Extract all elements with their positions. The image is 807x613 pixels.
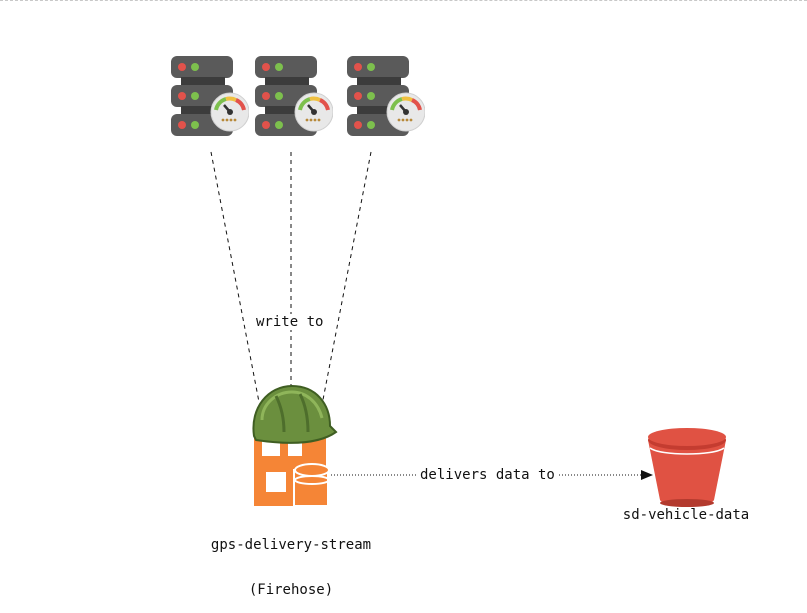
kinesis-firehose-helmet-icon[interactable] <box>252 384 338 507</box>
s3-bucket-icon[interactable] <box>648 428 726 507</box>
server-gauge-icon[interactable] <box>253 54 333 138</box>
server-gauge-icon[interactable] <box>169 54 249 138</box>
edge-label-write-to: write to <box>254 314 326 330</box>
firehose-label: gps-delivery-stream (Firehose) <box>191 508 391 613</box>
server-gauge-icon[interactable] <box>345 54 425 138</box>
firehose-label-type: (Firehose) <box>248 582 334 598</box>
edge-server-3-to-firehose <box>320 151 372 411</box>
edge-server-1-to-firehose <box>210 151 260 403</box>
edge-label-delivers-data-to: delivers data to <box>418 467 557 483</box>
canvas-top-border <box>0 0 807 1</box>
bucket-label: sd-vehicle-data <box>622 507 750 523</box>
firehose-label-name: gps-delivery-stream <box>210 537 372 553</box>
